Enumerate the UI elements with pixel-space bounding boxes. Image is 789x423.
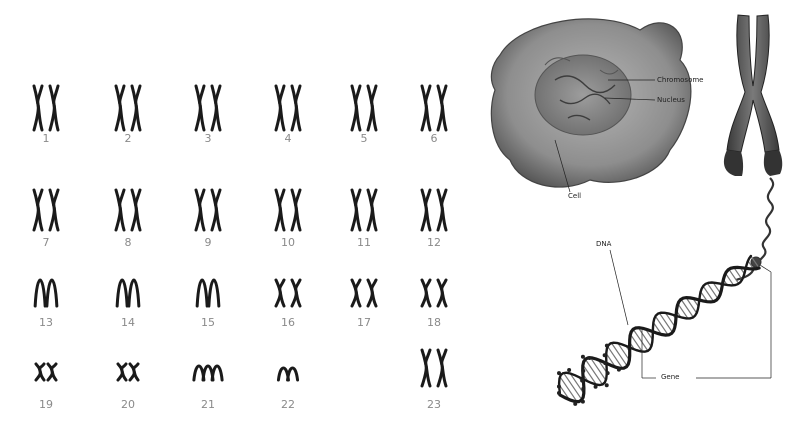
chromosome-pair-11 (352, 190, 376, 230)
chromosome-number-15: 15 (201, 316, 215, 329)
nucleotide-dot (588, 356, 592, 360)
chromosome-number-21: 21 (201, 398, 215, 411)
nucleotide-dot (581, 369, 585, 373)
nucleotide-dot (557, 391, 561, 395)
chromosome-number-8: 8 (125, 236, 132, 249)
nucleotide-dot (605, 383, 609, 387)
nucleotide-dot (617, 368, 621, 372)
metaphase-chromosome (724, 15, 782, 176)
chromosome-pair-1 (34, 86, 58, 130)
chromosome-number-9: 9 (205, 236, 212, 249)
nucleotide-dot (567, 368, 571, 372)
chromosome-pair-7 (34, 190, 58, 230)
chromosome-number-11: 11 (357, 236, 371, 249)
chromosome-pair-13 (35, 280, 57, 306)
chromosome-number-18: 18 (427, 316, 441, 329)
dna-base-pair (681, 299, 693, 317)
chromosome-number-14: 14 (121, 316, 135, 329)
chromosome-number-13: 13 (39, 316, 53, 329)
nucleotide-dot (594, 385, 598, 389)
nucleotide-dot (581, 400, 585, 404)
chromosome-pair-12 (422, 190, 446, 230)
chromosome-number-7: 7 (43, 236, 50, 249)
chromosome-number-19: 19 (39, 398, 53, 411)
chromosome-pair-17 (352, 280, 376, 306)
chromosome-number-20: 20 (121, 398, 135, 411)
chromosome-pair-4 (276, 86, 300, 130)
dna-base-pair (707, 283, 718, 299)
chromosome-number-10: 10 (281, 236, 295, 249)
karyogram (34, 86, 446, 386)
gene-label: Gene (661, 373, 679, 381)
chromosome-number-4: 4 (285, 132, 292, 145)
nucleotide-dot (606, 371, 610, 375)
nucleotide-dot (581, 387, 585, 391)
chromosome-pair-15 (197, 280, 219, 306)
nucleotide-dot (603, 361, 607, 365)
chromosome-pair-22 (278, 368, 297, 380)
chromosome-pair-19 (36, 364, 56, 380)
chromosome-pair-6 (422, 86, 446, 130)
dna-double-helix (557, 256, 759, 406)
cell-label: Cell (568, 192, 581, 200)
nucleus-label: Nucleus (657, 96, 685, 104)
chromosome-pair-3 (196, 86, 220, 130)
chromosome-pair-23 (422, 350, 446, 386)
dna-base-pair (659, 313, 672, 332)
chromosome-number-23: 23 (427, 398, 441, 411)
chromosome-number-5: 5 (361, 132, 368, 145)
chromosome-number-22: 22 (281, 398, 295, 411)
chromosome-pair-10 (276, 190, 300, 230)
chromosome-pair-8 (116, 190, 140, 230)
chromosome-number-6: 6 (431, 132, 438, 145)
chromosome-label: Chromosome (657, 76, 704, 84)
chromosome-pair-18 (422, 280, 446, 306)
nucleotide-dot (557, 371, 561, 375)
chromosome-number-16: 16 (281, 316, 295, 329)
nucleotide-dot (580, 379, 584, 383)
dna-base-pair (703, 286, 713, 301)
chromosome-number-1: 1 (43, 132, 50, 145)
chromosome-pair-16 (276, 280, 300, 306)
dna-base-pair (633, 329, 648, 351)
chromosome-pair-21 (194, 366, 222, 380)
chromosome-pair-5 (352, 86, 376, 130)
chromosome-pair-20 (118, 364, 138, 380)
nucleotide-dot (603, 353, 607, 357)
nucleotide-dot (605, 344, 609, 348)
nucleotide-dot (557, 385, 561, 389)
chromosome-pair-9 (196, 190, 220, 230)
chromosome-number-2: 2 (125, 132, 132, 145)
chromosome-pair-2 (116, 86, 140, 130)
dna-label: DNA (596, 240, 611, 248)
chromosome-number-3: 3 (205, 132, 212, 145)
nucleotide-dot (573, 402, 577, 406)
chromosome-number-17: 17 (357, 316, 371, 329)
chromosome-number-12: 12 (427, 236, 441, 249)
nucleotide-dot (581, 355, 585, 359)
chromosome-pair-14 (117, 280, 139, 306)
chromatin-coil (736, 178, 773, 280)
